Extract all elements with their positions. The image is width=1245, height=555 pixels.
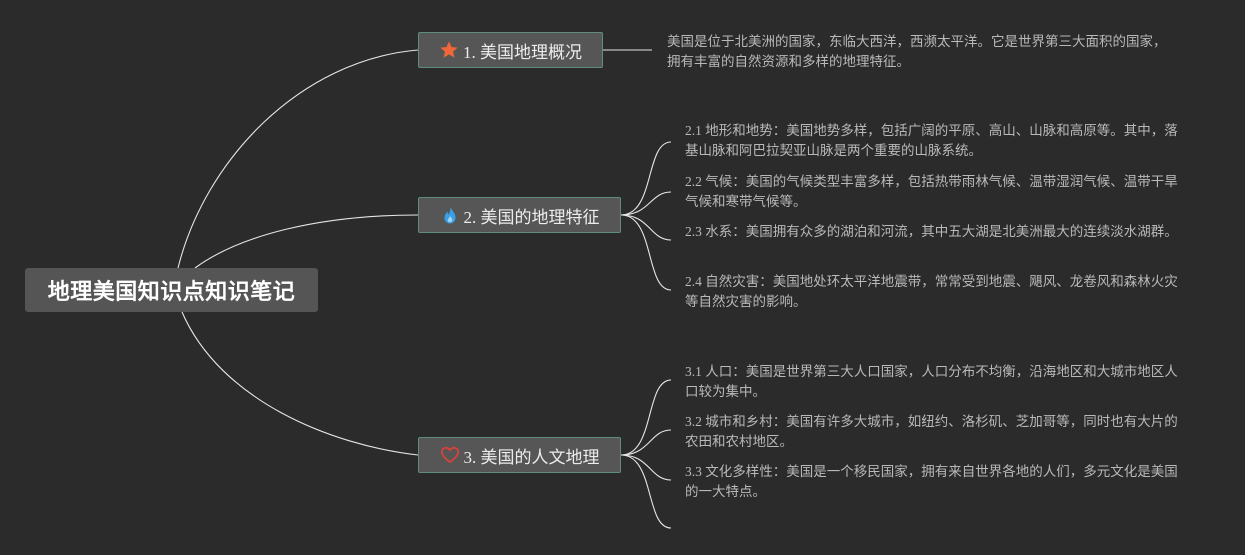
root-title: 地理美国知识点知识笔记 — [47, 280, 296, 305]
topic-node-2[interactable]: 2. 美国的地理特征 — [418, 197, 621, 233]
note-3-3: 3.3 文化多样性：美国是一个移民国家，拥有来自世界各地的人们，多元文化是美国的… — [685, 464, 1178, 499]
note-3-1: 3.1 人口：美国是世界第三大人口国家，人口分布不均衡，沿海地区和大城市地区人口… — [685, 364, 1178, 399]
topic-label-3: 3. 美国的人文地理 — [463, 447, 600, 467]
root-node[interactable]: 地理美国知识点知识笔记 — [25, 268, 318, 312]
connector-root-topic3 — [181, 311, 419, 456]
connector-topic2-note4 — [620, 214, 672, 291]
connector-topic3-note3 — [620, 454, 672, 481]
note-2-3: 2.3 水系：美国拥有众多的湖泊和河流，其中五大湖是北美洲最大的连续淡水湖群。 — [685, 224, 1178, 239]
note-2-1: 2.1 地形和地势：美国地势多样，包括广阔的平原、高山、山脉和高原等。其中，落基… — [685, 123, 1178, 158]
flame-icon — [440, 205, 460, 225]
star-icon — [439, 40, 459, 60]
note-3-2: 3.2 城市和乡村：美国有许多大城市，如纽约、洛杉矶、芝加哥等，同时也有大片的农… — [685, 414, 1178, 449]
connector-topic3-note1 — [620, 379, 672, 456]
connector-topic2-note1 — [620, 141, 672, 216]
connector-topic2-note2 — [620, 191, 672, 216]
connector-topic3-note4 — [620, 454, 672, 529]
topic-node-1[interactable]: 1. 美国地理概况 — [418, 32, 603, 68]
note-1-1: 美国是位于北美洲的国家，东临大西洋，西濒太平洋。它是世界第三大面积的国家，拥有丰… — [667, 34, 1167, 69]
connector-topic2-note3 — [620, 214, 672, 241]
note-2-2: 2.2 气候：美国的气候类型丰富多样，包括热带雨林气候、温带湿润气候、温带干旱气… — [685, 174, 1178, 209]
heart-icon — [440, 445, 460, 465]
connector-topic3-note2 — [620, 429, 672, 456]
connector-root-topic1 — [177, 49, 419, 269]
connector-root-topic2 — [194, 214, 419, 269]
topic-label-2: 2. 美国的地理特征 — [463, 207, 600, 227]
topic-label-1: 1. 美国地理概况 — [463, 42, 582, 62]
note-2-4: 2.4 自然灾害：美国地处环太平洋地震带，常常受到地震、飓风、龙卷风和森林火灾等… — [685, 274, 1178, 309]
topic-node-3[interactable]: 3. 美国的人文地理 — [418, 437, 621, 473]
